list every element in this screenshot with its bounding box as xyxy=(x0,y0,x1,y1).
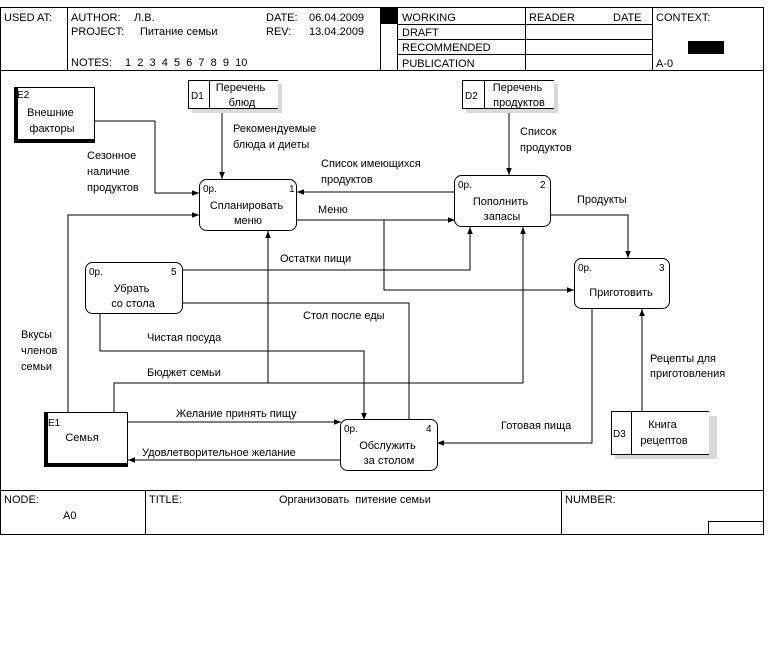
external-entity-e1[interactable]: E1 Семья xyxy=(44,412,128,467)
project-label: PROJECT: xyxy=(71,26,124,38)
data-store-d1-id: D1 xyxy=(191,91,204,102)
arrow-leftovers xyxy=(155,227,473,271)
label-ready-food: Готовая пища xyxy=(501,420,572,432)
arrow-seasonal xyxy=(95,120,199,196)
arrow-clean-dishes xyxy=(99,313,367,420)
rev-label: REV: xyxy=(266,26,291,38)
diagram-area xyxy=(0,70,764,491)
activity-1-cost: 0р. xyxy=(203,184,217,195)
arrow-budget-to-supply xyxy=(268,227,526,384)
external-entity-e1-id: E1 xyxy=(48,418,61,429)
activity-5-number: 5 xyxy=(171,267,177,278)
working-status-marker xyxy=(381,8,397,24)
arrow-menu-to-cook xyxy=(383,220,574,293)
arrow-budget xyxy=(113,231,271,412)
context-label: CONTEXT: xyxy=(656,12,710,24)
label-rec-dishes: Рекомендуемые блюда и диеты xyxy=(233,123,319,151)
activity-3-label: Приготовить xyxy=(589,287,653,299)
label-satisfied-wish: Удовлетворительное желание xyxy=(142,447,296,459)
context-thumbnail xyxy=(688,41,724,54)
rev-value: 13.04.2009 xyxy=(309,26,364,38)
external-entity-e2[interactable]: E2 Внешние факторы xyxy=(14,87,95,143)
activity-1-label: Спланировать меню xyxy=(210,200,286,227)
label-available-list: Список имеющихся продуктов xyxy=(321,158,424,186)
reader-date-label: DATE xyxy=(613,12,642,24)
status-working: WORKING xyxy=(402,12,456,24)
activity-3-number: 3 xyxy=(659,263,665,274)
arrow-tastes xyxy=(67,212,199,412)
arrow-table-after-meal xyxy=(155,300,410,420)
label-tastes: Вкусы членов семьи xyxy=(21,329,60,373)
activity-5-cost: 0р. xyxy=(89,267,103,278)
external-entity-e1-label: Семья xyxy=(65,432,98,444)
activity-2-cost: 0р. xyxy=(458,180,472,191)
date-value: 06.04.2009 xyxy=(309,12,364,24)
data-store-d1-label: Перечень блюд xyxy=(216,82,269,109)
project-value: Питание семьи xyxy=(140,26,218,38)
label-menu: Меню xyxy=(318,204,348,216)
used-at-label: USED AT: xyxy=(4,12,52,24)
label-leftovers: Остатки пищи xyxy=(280,253,351,265)
label-products: Продукты xyxy=(577,194,627,206)
activity-4-number: 4 xyxy=(426,424,432,435)
status-recommended: RECOMMENDED xyxy=(402,42,491,54)
activity-1-number: 1 xyxy=(289,184,295,195)
arrow-ready-food xyxy=(437,309,593,446)
label-clean-dishes: Чистая посуда xyxy=(147,332,222,344)
activity-1[interactable]: 0р. 1 Спланировать меню xyxy=(199,179,297,231)
title-label: TITLE: xyxy=(149,494,182,506)
data-store-d2[interactable]: D2 Перечень продуктов xyxy=(462,80,559,114)
number-label: NUMBER: xyxy=(565,494,616,506)
arrow-products xyxy=(550,214,631,258)
activity-5[interactable]: 0р. 5 Убрать со стола xyxy=(85,262,183,314)
node-value: A0 xyxy=(63,510,76,522)
status-publication: PUBLICATION xyxy=(402,58,475,70)
label-seasonal: Сезонное наличие продуктов xyxy=(87,150,139,194)
author-value: Л.В. xyxy=(134,12,155,24)
activity-2[interactable]: 0р. 2 Пополнить запасы xyxy=(454,175,551,227)
label-wish-to-eat: Желание принять пищу xyxy=(176,408,297,420)
activity-4-cost: 0р. xyxy=(344,424,358,435)
notes-label: NOTES: xyxy=(71,57,112,69)
activity-3[interactable]: 0р. 3 Приготовить xyxy=(574,258,670,309)
context-node: A-0 xyxy=(656,58,673,70)
arrows xyxy=(67,110,645,463)
node-label: NODE: xyxy=(4,494,39,506)
label-product-list: Список продуктов xyxy=(520,126,572,154)
date-label: DATE: xyxy=(266,12,298,24)
notes-value: 1 2 3 4 5 6 7 8 9 10 xyxy=(125,57,247,69)
data-store-d2-label: Перечень продуктов xyxy=(493,82,546,109)
external-entity-e2-id: E2 xyxy=(17,90,30,101)
activity-3-cost: 0р. xyxy=(578,263,592,274)
author-label: AUTHOR: xyxy=(71,12,121,24)
label-budget: Бюджет семьи xyxy=(147,367,221,379)
activity-2-number: 2 xyxy=(540,180,546,191)
data-store-d1[interactable]: D1 Перечень блюд xyxy=(188,80,283,114)
activity-5-label: Убрать со стола xyxy=(111,283,156,310)
reader-label: READER xyxy=(529,12,575,24)
label-recipes: Рецепты для приготовления xyxy=(650,353,725,380)
data-store-d3-id: D3 xyxy=(613,429,626,440)
external-entity-e2-label: Внешние факторы xyxy=(27,107,77,135)
activity-4[interactable]: 0р. 4 Обслужить за столом xyxy=(340,419,438,471)
status-draft: DRAFT xyxy=(402,27,439,39)
activity-2-label: Пополнить запасы xyxy=(473,196,531,223)
label-table-after-meal: Стол после еды xyxy=(303,310,385,322)
activity-4-label: Обслужить за столом xyxy=(359,440,419,467)
diagram-title: Организовать питение семьи xyxy=(279,494,431,506)
data-store-d3[interactable]: D3 Книга рецептов xyxy=(611,411,718,460)
data-store-d3-label: Книга рецептов xyxy=(640,419,688,447)
data-store-d2-id: D2 xyxy=(465,91,478,102)
